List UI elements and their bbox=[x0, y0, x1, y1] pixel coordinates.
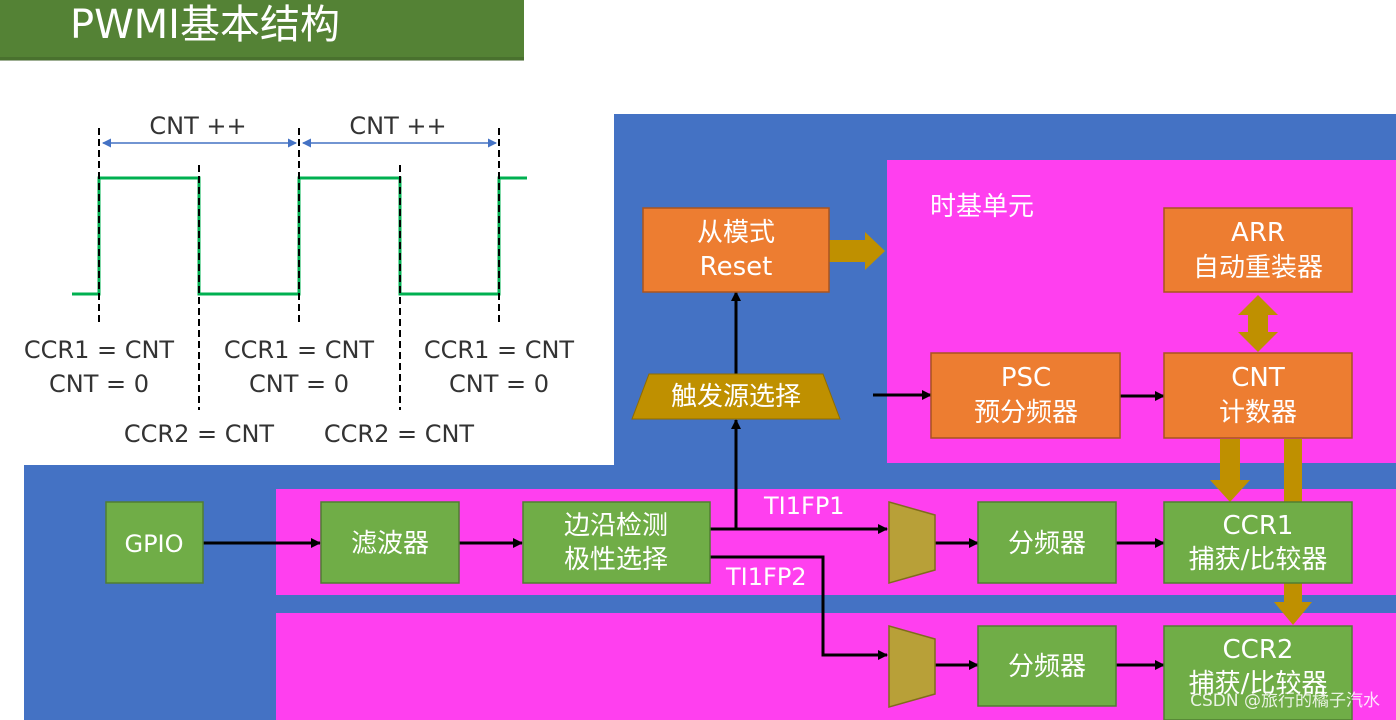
title-bar: PWMI基本结构 bbox=[0, 0, 524, 61]
rise-2-cnt: CNT = 0 bbox=[249, 370, 349, 398]
rise-2-ccr1: CCR1 = CNT bbox=[224, 336, 375, 364]
filter-label: 滤波器 bbox=[351, 529, 429, 559]
gpio-block bbox=[105, 501, 204, 584]
edge-line1: 边沿检测 bbox=[564, 511, 668, 541]
cnt-label-2: CNT ++ bbox=[349, 112, 446, 140]
fall-1-ccr2: CCR2 = CNT bbox=[124, 420, 275, 448]
prescaler-2-label: 分频器 bbox=[1008, 652, 1086, 682]
signal-lines bbox=[203, 291, 1165, 670]
rise-3-cnt: CNT = 0 bbox=[449, 370, 549, 398]
psc-line1: PSC bbox=[1001, 363, 1051, 393]
arr-block bbox=[1163, 207, 1353, 293]
cnt-line2: 计数器 bbox=[1219, 398, 1297, 428]
slave-mode-line1: 从模式 bbox=[697, 218, 775, 248]
ccr1-line1: CCR1 bbox=[1223, 511, 1294, 541]
watermark: CSDN @旅行的橘子汽水 bbox=[1190, 691, 1380, 711]
edge-detect-block bbox=[522, 501, 711, 584]
rise-1-ccr1: CCR1 = CNT bbox=[24, 336, 175, 364]
ti1fp2-line bbox=[710, 555, 888, 660]
reset-to-timebase-arrow bbox=[829, 232, 885, 270]
mux-1 bbox=[888, 501, 936, 584]
trigger-select-label: 触发源选择 bbox=[671, 382, 801, 412]
rise-1-cnt: CNT = 0 bbox=[49, 370, 149, 398]
edge-line2: 极性选择 bbox=[564, 545, 668, 575]
timing-diagram: CNT ++ CNT ++ CCR1 = CNT CNT = 0 CCR1 = … bbox=[24, 112, 575, 448]
prescaler-2-block bbox=[977, 625, 1117, 707]
arr-line1: ARR bbox=[1231, 218, 1285, 248]
ti1fp2-label: TI1FP2 bbox=[725, 563, 807, 591]
cnt-to-ccr1-arrow bbox=[1210, 439, 1250, 502]
prescaler-1-label: 分频器 bbox=[1008, 529, 1086, 559]
slave-mode-block bbox=[642, 207, 830, 293]
slave-mode-line2: Reset bbox=[700, 252, 773, 282]
prescaler-1-block bbox=[977, 501, 1117, 584]
psc-line2: 预分频器 bbox=[974, 398, 1078, 428]
fall-2-ccr2: CCR2 = CNT bbox=[324, 420, 475, 448]
cnt-label-1: CNT ++ bbox=[149, 112, 246, 140]
cnt-block bbox=[1163, 352, 1353, 439]
ccr1-line2: 捕获/比较器 bbox=[1189, 545, 1328, 575]
psc-block bbox=[930, 352, 1121, 439]
rise-3-ccr1: CCR1 = CNT bbox=[424, 336, 575, 364]
ccr2-line2: 捕获/比较器 bbox=[1189, 669, 1328, 699]
ccr2-block bbox=[1163, 625, 1353, 720]
arr-line2: 自动重装器 bbox=[1193, 253, 1323, 283]
arr-cnt-arrow bbox=[1238, 295, 1278, 352]
cnt-line1: CNT bbox=[1231, 363, 1285, 393]
timebase-title: 时基单元 bbox=[930, 192, 1034, 222]
mux-2 bbox=[888, 625, 936, 708]
gpio-label: GPIO bbox=[124, 530, 183, 558]
ccr2-line1: CCR2 bbox=[1223, 635, 1294, 665]
page-title: PWMI基本结构 bbox=[70, 2, 340, 48]
ccr1-block bbox=[1163, 501, 1353, 584]
filter-block bbox=[320, 501, 460, 584]
trigger-select-block bbox=[631, 373, 841, 420]
ti1fp1-label: TI1FP1 bbox=[763, 492, 845, 520]
